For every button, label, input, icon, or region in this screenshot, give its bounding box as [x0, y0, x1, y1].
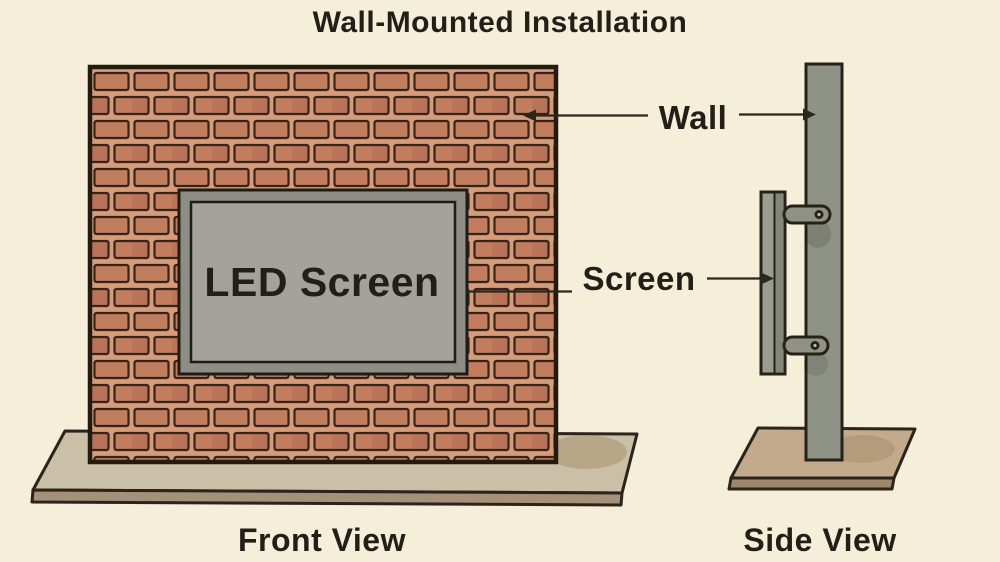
wall-post: [804, 62, 844, 462]
bolt-highlight: [817, 212, 821, 217]
screen-panel-inner-strip: [775, 194, 783, 372]
bracket-shadow-top: [805, 220, 831, 248]
front-base-front-face: [30, 488, 624, 507]
screen-arrow-head-icon: [761, 272, 774, 285]
side-view-caption: Side View: [743, 522, 896, 558]
side-base-front-face: [727, 476, 896, 491]
wall-arrow-right-head-icon: [803, 108, 816, 121]
side-post-shadow: [829, 435, 895, 463]
bolt-highlight: [813, 343, 817, 348]
led-screen-text: LED Screen: [204, 259, 439, 305]
mount-bracket-bottom: [782, 335, 830, 356]
page-title: Wall-Mounted Installation: [313, 6, 688, 39]
screen-label: Screen: [582, 260, 695, 297]
front-wall-shadow: [547, 435, 627, 469]
led-screen-display: [189, 200, 457, 364]
bracket-shadow-bottom: [804, 352, 828, 376]
wall-arrow-left-head-icon: [523, 109, 536, 122]
wall-label: Wall: [659, 99, 728, 136]
front-view-caption: Front View: [238, 522, 406, 558]
